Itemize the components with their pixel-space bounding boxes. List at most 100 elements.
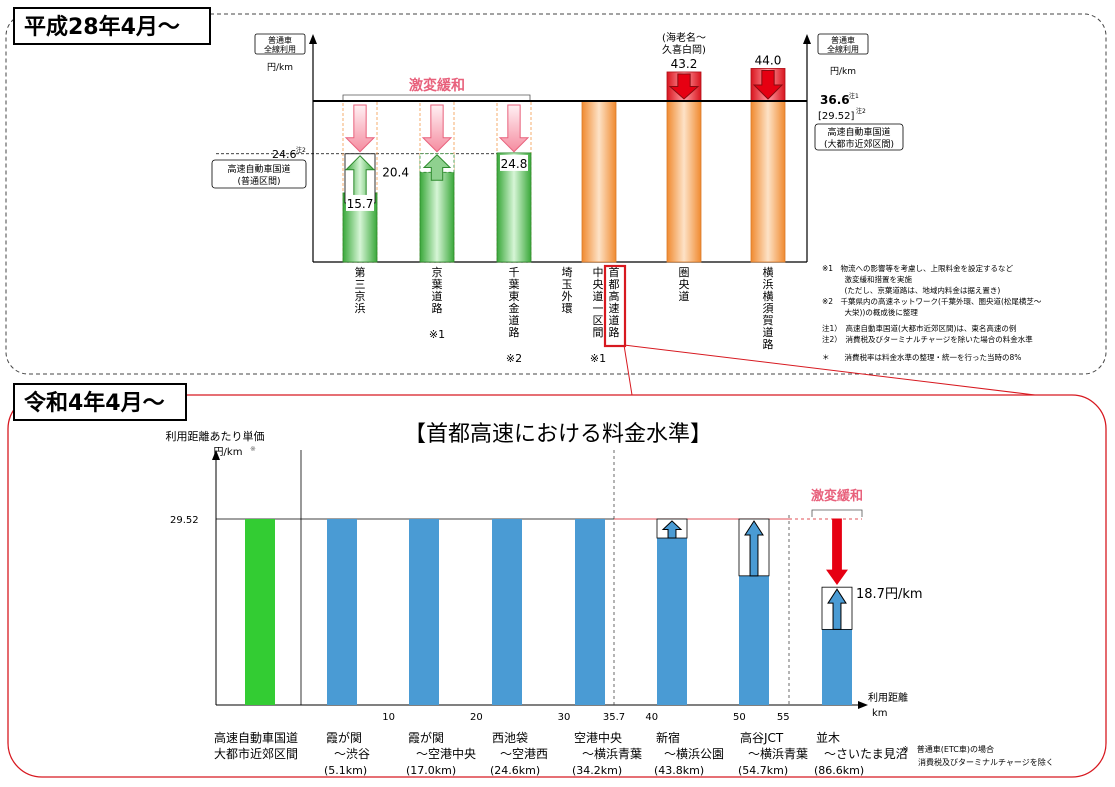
top-bar-1 (419, 171, 455, 263)
bottom-cat-name-7: 並木 (816, 731, 840, 745)
bottom-bar-0 (245, 519, 275, 705)
top-y-axis-left-arrow (309, 34, 317, 44)
top-category-5: 首都高速道路 (609, 265, 620, 339)
top-line24-box-line1: 高速自動車国道 (227, 163, 290, 175)
top-value-6: 43.2 (671, 57, 698, 71)
top-line36-box-line1: 高速自動車国道 (827, 126, 890, 138)
bottom-bar-4 (575, 519, 605, 705)
top-line36-label: 36.6 (820, 93, 850, 107)
bottom-cat-name2-5: 〜横浜公園 (664, 747, 724, 761)
top-gekihen-label: 激変緩和 (409, 77, 465, 94)
bottom-gekihen-bracket (811, 509, 863, 517)
bottom-footnote-1: ※ 普通車(ETC車)の場合 (902, 744, 994, 754)
top-line36-box (814, 123, 904, 151)
top-highlight-box (603, 264, 627, 348)
bottom-bar-5 (657, 538, 687, 705)
bottom-cat-name2-7: 〜さいたま見沼 (824, 747, 908, 761)
top-cap-arrow-6 (668, 73, 700, 100)
top-unit-right-box (817, 33, 869, 55)
bottom-cat-dist-3: (24.6km) (490, 764, 540, 777)
top-category-0: 第三京浜 (355, 265, 366, 315)
top-reduce-arrow-1 (421, 104, 453, 153)
bottom-xtick-5: 50 (733, 712, 746, 723)
bottom-bar-1 (327, 519, 357, 705)
top-value-0: 15.7 (347, 197, 374, 211)
top-bar-2 (496, 152, 532, 263)
top-footnote-2: 激変緩和措置を実施 (822, 274, 912, 284)
bottom-category-labels: 高速自動車国道大都市近郊区間霞が関〜渋谷(5.1km)霞が関〜空港中央(17.0… (214, 730, 908, 777)
callout-connector (623, 344, 1036, 396)
bottom-bar-2 (409, 519, 439, 705)
top-category-6: 圏央道 (679, 266, 690, 303)
top-value-bg-2 (500, 154, 528, 171)
bottom-cat-name2-0: 大都市近郊区間 (214, 746, 298, 761)
bottom-title: 【首都高速における料金水準】 (404, 422, 712, 447)
top-unit-left-box-line1: 普通車 (268, 35, 292, 45)
bottom-cat-name2-4: 〜横浜青葉 (582, 747, 642, 761)
top-ebina-note-1: (海老名〜 (662, 31, 706, 44)
top-period-label: 平成28年4月〜 (24, 14, 180, 40)
top-unit-right-box-line1: 普通車 (831, 35, 855, 45)
top-category-labels: 第三京浜 京葉道路 ※1 千葉東金道路 ※2 埼玉外環 中央道一区間 ※1 首都高速道路 圏央道 横… (355, 264, 774, 365)
top-line36-sub-note: 注2 (856, 107, 866, 115)
bottom-period-box (13, 383, 187, 421)
top-unit-left: 円/km (267, 62, 293, 73)
bottom-ytick-label: 29.52 (170, 515, 199, 526)
bottom-cat-name-5: 新宿 (656, 730, 680, 745)
top-category-1: 京葉道路 (432, 265, 443, 315)
top-gekihen-bracket (342, 94, 531, 100)
top-value-bg-0 (346, 194, 374, 211)
bottom-cat-name2-6: 〜横浜青葉 (748, 747, 808, 761)
top-y-axis-right-arrow (803, 34, 811, 44)
bottom-bar-6 (739, 575, 769, 705)
bottom-xlabel-1: 利用距離 (868, 691, 908, 704)
bottom-cat-name-0: 高速自動車国道 (214, 730, 298, 745)
bottom-y-axis-arrow (212, 450, 220, 460)
bottom-xlabel-2: km (872, 708, 888, 719)
bottom-footnote-2: 消費税及びターミナルチャージを除く (902, 757, 1054, 767)
top-category-7: 横浜横須賀道路 (763, 265, 774, 351)
bottom-panel-border (7, 394, 1107, 778)
top-footnotes: ※1 物流への影響等を考慮し、上限料金を設定するなど 激変緩和措置を実施 (ただ… (822, 263, 1042, 362)
top-category-4: 中央道一区間 (593, 266, 604, 339)
top-category-3: 埼玉外環 (562, 265, 573, 315)
bottom-gekihen-label: 激変緩和 (811, 488, 863, 504)
bottom-x-axis-arrow (858, 701, 868, 709)
bottom-cat-name-4: 空港中央 (574, 730, 622, 745)
bottom-cap-label: 18.7円/km (856, 587, 923, 602)
bottom-reduce-arrow (826, 518, 848, 586)
bottom-cat-dist-2: (17.0km) (406, 764, 456, 777)
top-ebina-note-2: 久喜白岡) (662, 43, 706, 56)
top-bar-6 (666, 100, 702, 263)
bottom-cat-name-1: 霞が関 (326, 730, 362, 745)
top-footnote-4: ※2 千葉県内の高速ネットワーク(千葉外環、圏央道(松尾横芝〜 (822, 296, 1042, 306)
top-period-box (13, 7, 211, 45)
bottom-yunit-note: ※ (250, 445, 256, 453)
bottom-cat-name2-3: 〜空港西 (500, 747, 548, 761)
bottom-rise-arrow-5 (661, 520, 683, 539)
top-category-note-4: ※1 (590, 352, 606, 365)
top-unit-left-box (254, 33, 306, 55)
top-footnote-3: (ただし、京葉道路は、地域内料金は据え置き) (822, 285, 1000, 295)
top-reduce-arrow-0 (344, 104, 376, 153)
bottom-cat-dist-6: (54.7km) (738, 764, 788, 777)
top-cap-arrow-7 (752, 69, 784, 100)
top-rise-arrow-1 (422, 154, 452, 181)
bottom-bar-7 (822, 629, 852, 705)
top-value-7: 44.0 (755, 53, 782, 67)
top-line36-box-line2: (大都市近郊区間) (824, 138, 894, 150)
bottom-cat-dist-5: (43.8km) (654, 764, 704, 777)
top-category-note-1: ※1 (429, 328, 445, 341)
top-value-2: 24.8 (501, 157, 528, 171)
bottom-cat-name-6: 高谷JCT (740, 730, 784, 745)
top-line24-box-line2: (普通区間) (237, 175, 280, 187)
bottom-xtick-1: 20 (470, 712, 483, 723)
top-footnote-6: 注1） 高速自動車国道(大都市近郊区間)は、東名高速の例 (822, 323, 1016, 333)
top-category-2: 千葉東金道路 (509, 266, 520, 339)
top-category-note-2: ※2 (506, 352, 522, 365)
bottom-cap-arrow (827, 588, 847, 630)
top-footnote-8: ＊ 消費税率は料金水準の整理・統一を行った当時の8% (822, 352, 1021, 362)
top-footnote-7: 注2） 消費税及びターミナルチャージを除いた場合の料金水準 (822, 334, 1033, 344)
